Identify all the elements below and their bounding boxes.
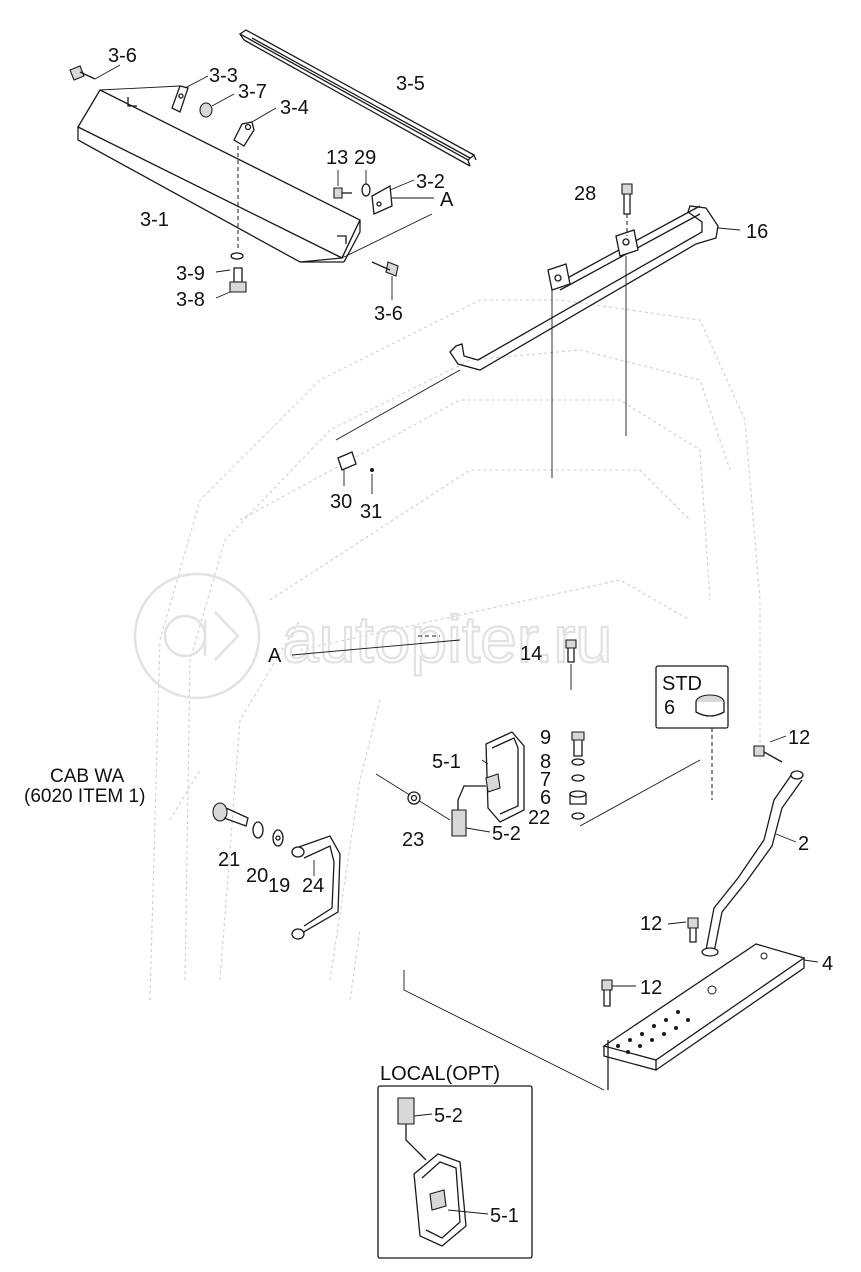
label-3-6-bottom: 3-6 — [374, 303, 403, 325]
label-5-2-local: 5-2 — [434, 1105, 463, 1127]
label-a-mid: A — [268, 645, 282, 667]
local-opt-box — [377, 1085, 533, 1259]
leader-a-mid — [291, 639, 461, 656]
step-holes — [616, 952, 768, 1054]
label-12-c: 12 — [640, 977, 662, 999]
label-5-1-main: 5-1 — [432, 751, 461, 773]
step-bar-2 — [705, 770, 804, 953]
label-29: 29 — [354, 147, 376, 169]
screw-31 — [370, 468, 374, 472]
washer-3-9 — [215, 252, 244, 273]
label-19: 19 — [268, 875, 290, 897]
label-3-5: 3-5 — [396, 73, 425, 95]
washer-29 — [361, 170, 371, 197]
bolt-12-b — [667, 917, 699, 943]
grab-handle-24 — [291, 835, 341, 940]
label-local-opt: LOCAL(OPT) — [380, 1063, 500, 1085]
label-a-top: A — [440, 189, 454, 211]
label-6-std: 6 — [664, 697, 675, 719]
cab-ghost-outline — [149, 299, 761, 1001]
label-28: 28 — [574, 183, 596, 205]
label-20: 20 — [246, 865, 268, 887]
clip-30 — [335, 369, 461, 494]
label-5-1-local: 5-1 — [490, 1205, 519, 1227]
label-12-a: 12 — [788, 727, 810, 749]
label-14: 14 — [520, 643, 542, 665]
std-box — [655, 665, 729, 800]
washer-23 — [407, 791, 421, 805]
label-13: 13 — [326, 147, 348, 169]
watermark-text: autopiter.ru — [282, 602, 612, 676]
sunvisor-panel-3-1 — [77, 89, 361, 263]
bolt-3-8 — [215, 267, 247, 299]
label-22: 22 — [528, 807, 550, 829]
label-3-1: 3-1 — [140, 209, 169, 231]
washer-8 — [571, 758, 585, 766]
bolt-12-c — [601, 979, 636, 1090]
label-24: 24 — [302, 875, 324, 897]
bolt-3-6-bottom — [371, 261, 399, 300]
label-3-2: 3-2 — [416, 171, 445, 193]
bolt-28 — [621, 183, 633, 236]
label-7: 7 — [540, 769, 551, 791]
label-3-4: 3-4 — [280, 97, 309, 119]
label-3-7: 3-7 — [238, 81, 267, 103]
label-3-9: 3-9 — [176, 263, 205, 285]
watermark-logo-icon — [133, 572, 261, 700]
label-4: 4 — [822, 953, 833, 975]
watermark: autopiter.ru — [133, 572, 613, 700]
washer-19 — [272, 829, 284, 847]
bolt-9 — [571, 731, 585, 757]
washer-22 — [571, 759, 701, 827]
label-3-3: 3-3 — [209, 65, 238, 87]
label-21: 21 — [218, 849, 240, 871]
label-30: 30 — [330, 491, 352, 513]
label-3-6-top: 3-6 — [108, 45, 137, 67]
nut-3-7 — [199, 93, 235, 118]
bolt-21 — [212, 802, 249, 827]
rail-3-5 — [238, 29, 477, 167]
bushing-6 — [569, 790, 587, 805]
label-9: 9 — [540, 727, 551, 749]
label-6: 6 — [540, 787, 551, 809]
label-8: 8 — [540, 751, 551, 773]
mirror-assembly-main — [375, 731, 525, 837]
step-4 — [602, 943, 819, 1071]
label-16: 16 — [746, 221, 768, 243]
label-12-b: 12 — [640, 913, 662, 935]
label-2: 2 — [798, 833, 809, 855]
hook-3-4 — [233, 107, 277, 250]
label-std: STD — [662, 673, 702, 695]
washer-7 — [571, 774, 585, 782]
washer-20 — [252, 821, 264, 839]
leader-local — [403, 970, 605, 1091]
label-cab-item: (6020 ITEM 1) — [24, 786, 145, 807]
label-5-2-main: 5-2 — [492, 823, 521, 845]
handrail-16 — [449, 205, 741, 478]
bolt-12-a — [753, 735, 787, 763]
leader-3-1-link — [341, 213, 433, 259]
bolt-3-6-top — [69, 64, 121, 81]
bolt-14 — [565, 639, 577, 690]
label-cab-wa: CAB WA — [50, 766, 125, 787]
bracket-3-2 — [371, 179, 434, 215]
label-23: 23 — [402, 829, 424, 851]
bolt-13 — [333, 170, 352, 199]
label-31: 31 — [360, 501, 382, 523]
bracket-3-3 — [99, 75, 209, 113]
label-3-8: 3-8 — [176, 289, 205, 311]
